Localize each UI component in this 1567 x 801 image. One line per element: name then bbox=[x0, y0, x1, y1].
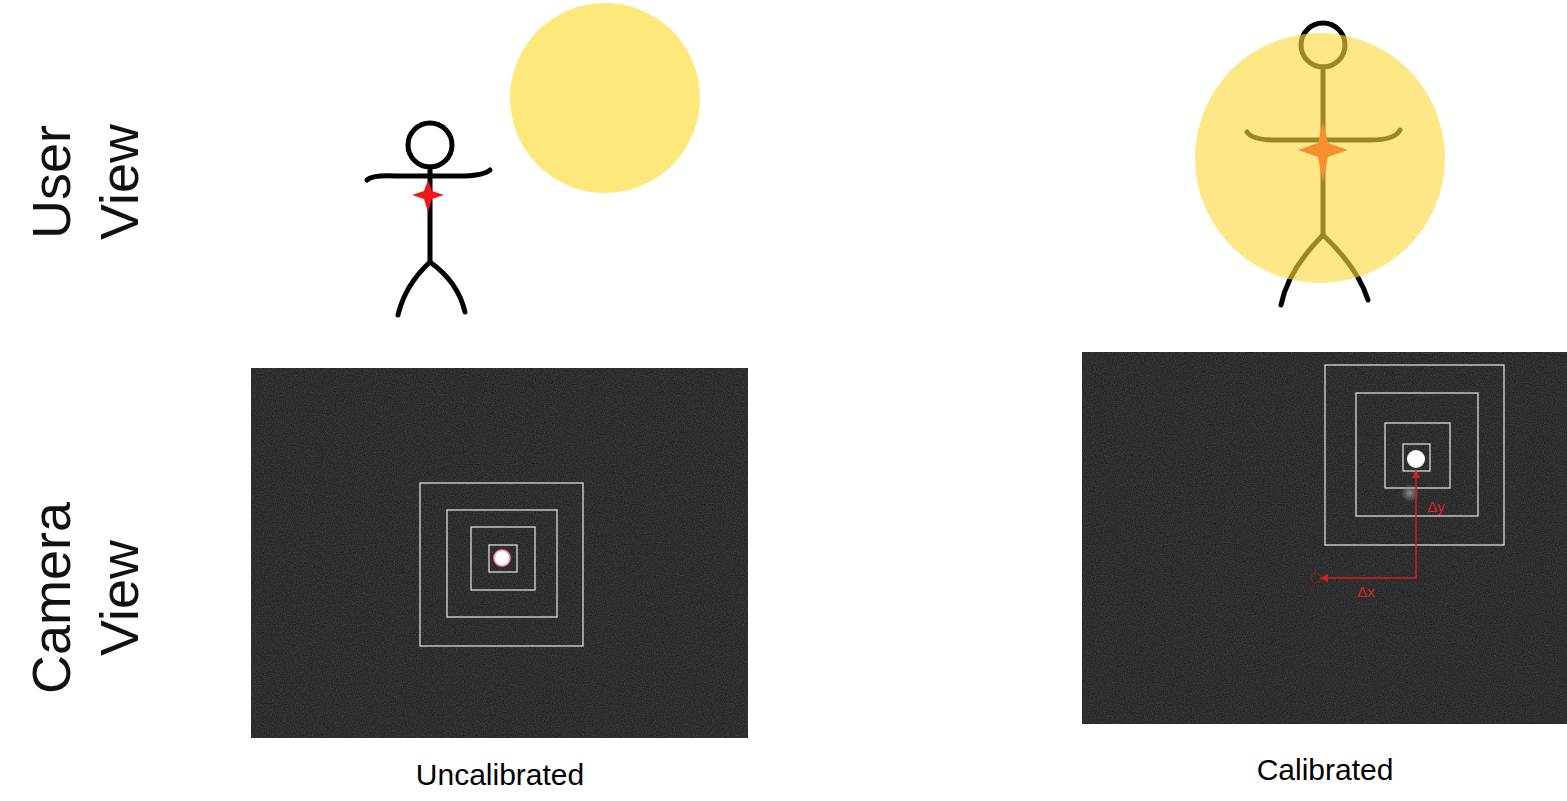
row-heading: User View bbox=[17, 77, 153, 287]
camera-image-calibrated bbox=[1082, 352, 1567, 724]
row-heading: Camera View bbox=[17, 493, 153, 703]
image-caption: Uncalibrated bbox=[416, 758, 584, 793]
image-caption: Calibrated bbox=[1257, 753, 1394, 788]
stick-figure-left bbox=[367, 123, 490, 315]
offset-label: Δy bbox=[1427, 498, 1445, 515]
camera-image-uncalibrated bbox=[251, 368, 748, 738]
offset-label: Δx bbox=[1357, 583, 1375, 600]
sun-right bbox=[1195, 33, 1445, 283]
sun-left bbox=[510, 3, 700, 193]
target-star-left bbox=[412, 180, 444, 212]
